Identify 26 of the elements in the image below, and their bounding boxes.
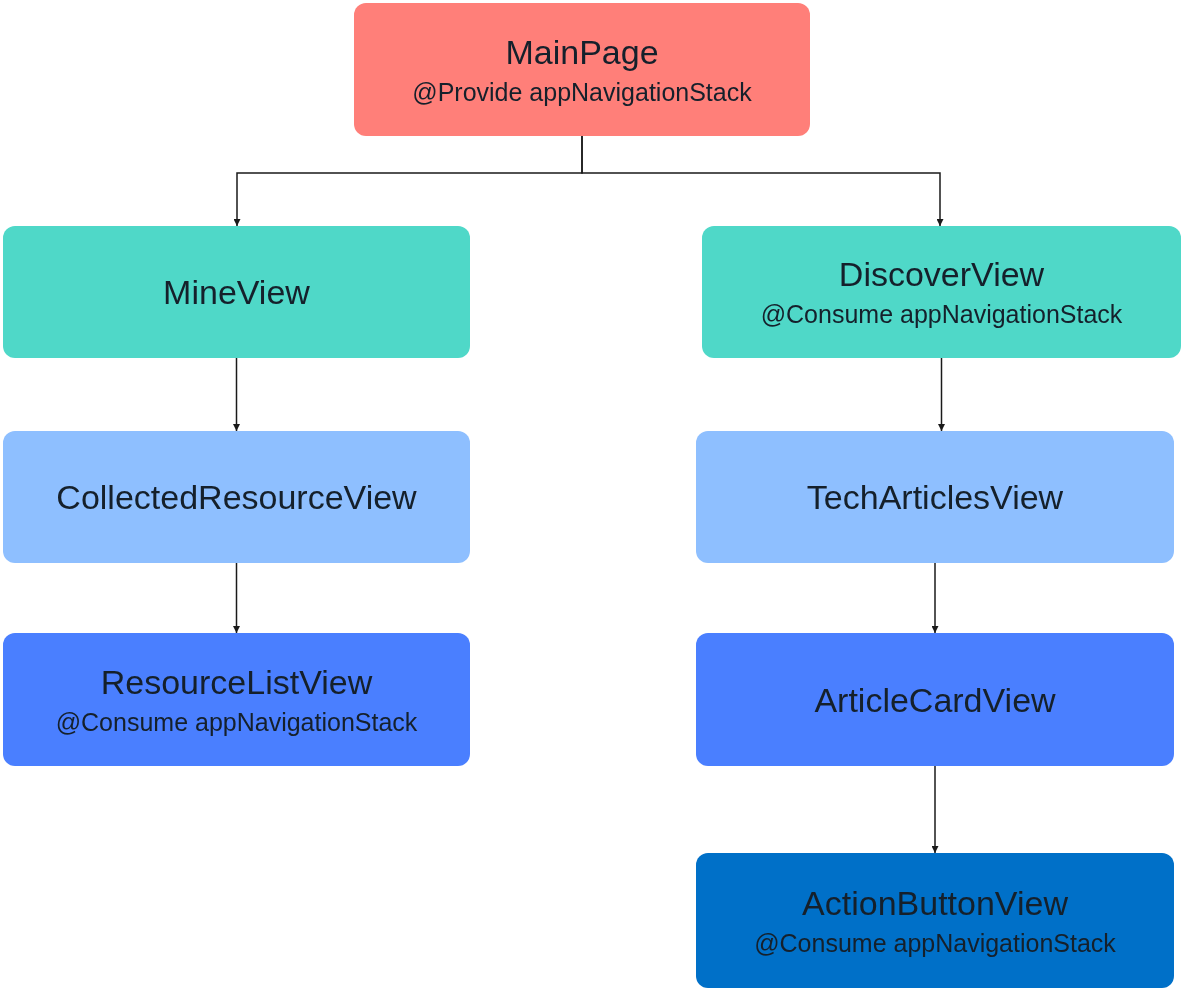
view-box xyxy=(696,431,1174,563)
arrow xyxy=(233,357,240,432)
view-name: CollectedResourceView xyxy=(56,477,417,518)
decorator-text: @Consume appNavigationStack xyxy=(760,299,1123,330)
view-box xyxy=(696,633,1174,766)
arrow xyxy=(233,562,240,634)
view-name: TechArticlesView xyxy=(806,477,1064,518)
view-box xyxy=(354,3,810,136)
decorator-text: @Provide appNavigationStack xyxy=(412,76,752,108)
view-box xyxy=(696,853,1174,988)
arrow xyxy=(938,357,945,432)
view-box xyxy=(702,226,1181,358)
view-name: ResourceListView xyxy=(100,661,373,703)
arrow xyxy=(931,562,939,634)
view-box xyxy=(3,226,470,358)
view-name: DiscoverView xyxy=(838,254,1045,295)
arrow xyxy=(581,135,944,227)
view-name: ArticleCardView xyxy=(814,679,1056,721)
decorator-text: @Consume appNavigationStack xyxy=(754,927,1116,959)
view-name: ActionButtonView xyxy=(802,882,1068,924)
view-name: MineView xyxy=(163,272,310,313)
view-box xyxy=(3,633,470,766)
view-name: MainPage xyxy=(505,31,659,73)
view-box xyxy=(3,431,470,563)
decorator-text: @Consume appNavigationStack xyxy=(55,706,418,738)
arrow xyxy=(931,765,939,854)
